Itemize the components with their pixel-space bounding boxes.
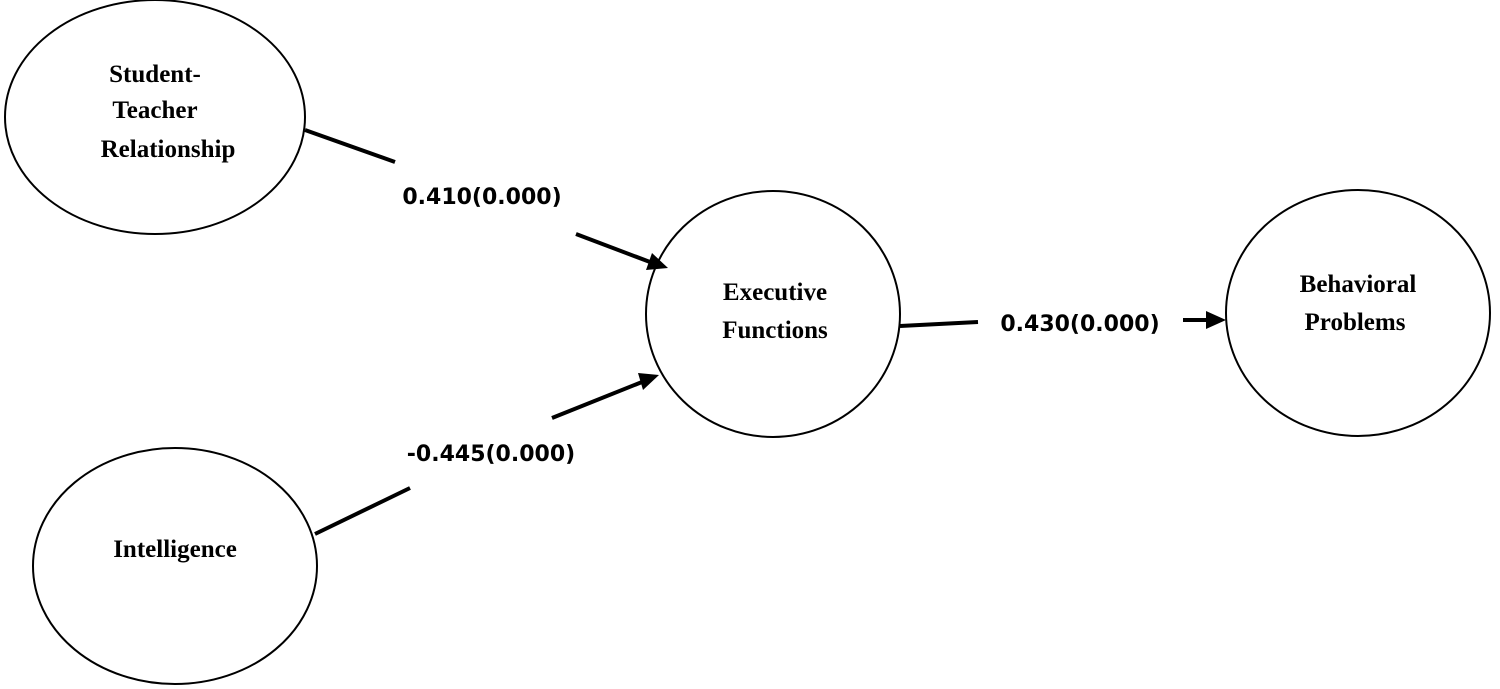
edge-intelligence-to-executive: -0.445(0.000) — [314, 373, 659, 536]
edge-intelligence-to-executive-label: -0.445(0.000) — [407, 442, 575, 467]
edge-student-teacher-to-executive-arrowhead — [646, 253, 668, 270]
edge-executive-to-behavioral-arrowhead — [1206, 311, 1226, 329]
node-executive-functions: Executive Functions — [645, 190, 901, 438]
edge-executive-to-behavioral-line-start — [899, 320, 979, 328]
node-executive-functions-label-line-1: Executive — [723, 279, 827, 306]
edge-student-teacher-to-executive-line-start — [304, 128, 396, 164]
edge-executive-to-behavioral-label: 0.430(0.000) — [1000, 312, 1159, 337]
node-intelligence-ellipse — [32, 447, 318, 685]
node-behavioral-problems-label-line-1: Behavioral — [1300, 271, 1417, 298]
node-executive-functions-ellipse — [645, 190, 901, 438]
node-intelligence: Intelligence — [32, 447, 318, 685]
edge-student-teacher-to-executive-label: 0.410(0.000) — [402, 185, 561, 210]
node-student-teacher-relationship-label-line-2: Teacher — [112, 97, 197, 124]
node-student-teacher-relationship-ellipse — [4, 0, 306, 235]
node-behavioral-problems-label-line-2: Problems — [1305, 309, 1406, 336]
node-student-teacher-relationship: Student- Teacher Relationship — [4, 0, 306, 235]
node-intelligence-label: Intelligence — [113, 536, 237, 563]
edge-executive-to-behavioral: 0.430(0.000) — [899, 311, 1226, 337]
edge-intelligence-to-executive-line-end — [551, 380, 643, 420]
node-executive-functions-label-line-2: Functions — [722, 317, 828, 344]
edge-student-teacher-to-executive-line-end — [575, 232, 651, 264]
node-behavioral-problems: Behavioral Problems — [1225, 189, 1491, 437]
edge-intelligence-to-executive-line-start — [314, 486, 411, 536]
edge-student-teacher-to-executive: 0.410(0.000) — [304, 128, 668, 270]
node-student-teacher-relationship-label-line-3: Relationship — [101, 136, 236, 163]
node-behavioral-problems-ellipse — [1225, 189, 1491, 437]
node-student-teacher-relationship-label-line-1: Student- — [109, 61, 201, 88]
edge-intelligence-to-executive-arrowhead — [638, 373, 659, 390]
